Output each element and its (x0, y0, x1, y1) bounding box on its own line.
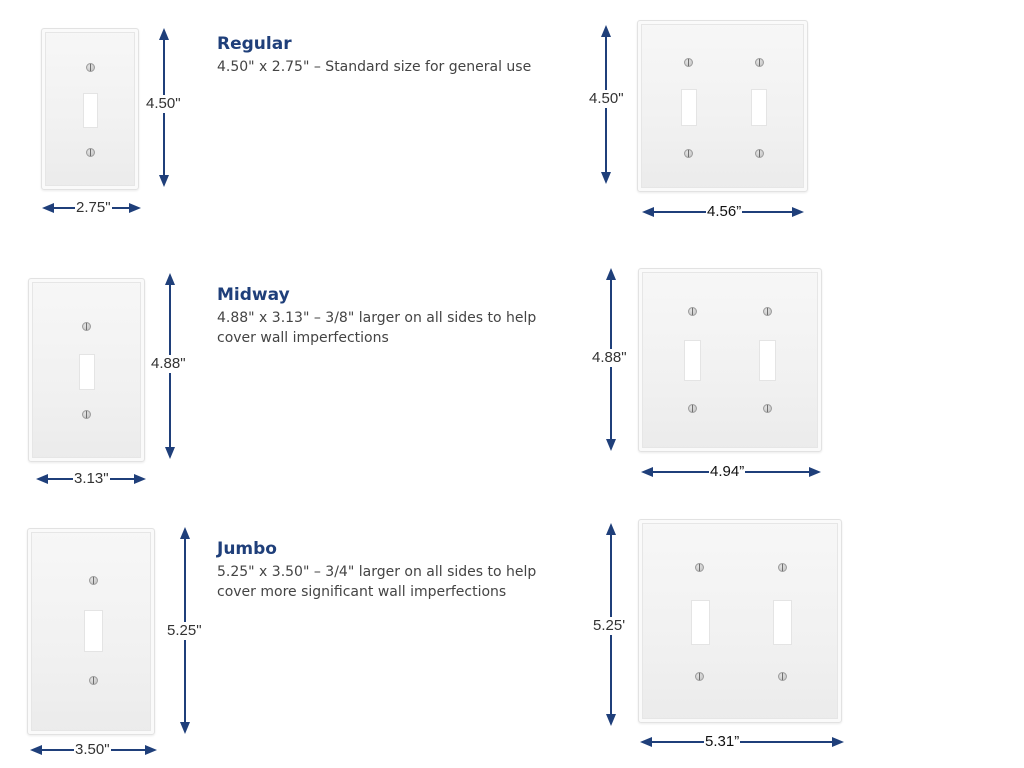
screw-icon (86, 63, 95, 72)
jumbo-title: Jumbo (217, 539, 277, 559)
screw-icon (684, 149, 693, 158)
screw-icon (688, 307, 697, 316)
arrow-down-icon (601, 172, 611, 184)
toggle-slot (773, 600, 792, 645)
toggle-slot (684, 340, 701, 381)
arrow-left-icon (642, 207, 654, 217)
arrow-down-icon (165, 447, 175, 459)
screw-icon (695, 672, 704, 681)
arrow-right-icon (792, 207, 804, 217)
arrow-up-icon (606, 268, 616, 280)
arrow-down-icon (180, 722, 190, 734)
screw-icon (89, 576, 98, 585)
regular-single-height-label: 4.50" (145, 95, 182, 113)
arrow-right-icon (832, 737, 844, 747)
regular-single-toggle-plate (41, 28, 139, 190)
arrow-left-icon (641, 467, 653, 477)
jumbo-double-toggle-plate (638, 519, 842, 723)
midway-double-toggle-plate (638, 268, 822, 452)
regular-title: Regular (217, 34, 292, 54)
regular-single-width-label: 2.75" (75, 199, 112, 217)
arrow-left-icon (42, 203, 54, 213)
toggle-slot (691, 600, 710, 645)
screw-icon (89, 676, 98, 685)
screw-icon (755, 149, 764, 158)
jumbo-single-toggle-plate (27, 528, 155, 735)
arrow-down-icon (606, 714, 616, 726)
dimension-line (650, 741, 834, 743)
screw-icon (763, 404, 772, 413)
toggle-slot (759, 340, 776, 381)
screw-icon (82, 410, 91, 419)
arrow-right-icon (129, 203, 141, 213)
screw-icon (755, 58, 764, 67)
midway-description-line-1: 4.88" x 3.13" – 3/8" larger on all sides… (217, 310, 537, 326)
jumbo-single-width-label: 3.50" (74, 741, 111, 759)
arrow-right-icon (134, 474, 146, 484)
midway-double-width-label: 4.94” (709, 463, 746, 481)
toggle-slot (681, 89, 697, 126)
arrow-up-icon (165, 273, 175, 285)
arrow-right-icon (145, 745, 157, 755)
toggle-slot (79, 354, 95, 390)
screw-icon (763, 307, 772, 316)
arrow-left-icon (36, 474, 48, 484)
toggle-slot (751, 89, 767, 126)
screw-icon (684, 58, 693, 67)
midway-single-width-label: 3.13" (73, 470, 110, 488)
jumbo-description-line-1: 5.25" x 3.50" – 3/4" larger on all sides… (217, 564, 537, 580)
arrow-up-icon (601, 25, 611, 37)
regular-description: 4.50" x 2.75" – Standard size for genera… (217, 59, 532, 75)
midway-single-toggle-plate (28, 278, 145, 462)
jumbo-description-line-2: cover more significant wall imperfection… (217, 584, 507, 600)
jumbo-single-height-label: 5.25" (166, 622, 203, 640)
midway-description-line-2: cover wall imperfections (217, 330, 389, 346)
screw-icon (86, 148, 95, 157)
arrow-down-icon (159, 175, 169, 187)
jumbo-double-height-label: 5.25' (592, 617, 627, 635)
screw-icon (695, 563, 704, 572)
midway-title: Midway (217, 285, 290, 305)
screw-icon (778, 563, 787, 572)
screw-icon (82, 322, 91, 331)
regular-double-width-label: 4.56” (706, 203, 743, 221)
midway-single-height-label: 4.88" (150, 355, 187, 373)
arrow-up-icon (180, 527, 190, 539)
arrow-down-icon (606, 439, 616, 451)
midway-double-height-label: 4.88" (591, 349, 628, 367)
toggle-slot (84, 610, 103, 652)
screw-icon (778, 672, 787, 681)
regular-double-toggle-plate (637, 20, 808, 192)
screw-icon (688, 404, 697, 413)
arrow-up-icon (159, 28, 169, 40)
arrow-left-icon (640, 737, 652, 747)
arrow-left-icon (30, 745, 42, 755)
arrow-up-icon (606, 523, 616, 535)
jumbo-double-width-label: 5.31” (704, 733, 741, 751)
regular-double-height-label: 4.50" (588, 90, 625, 108)
toggle-slot (83, 93, 98, 128)
arrow-right-icon (809, 467, 821, 477)
